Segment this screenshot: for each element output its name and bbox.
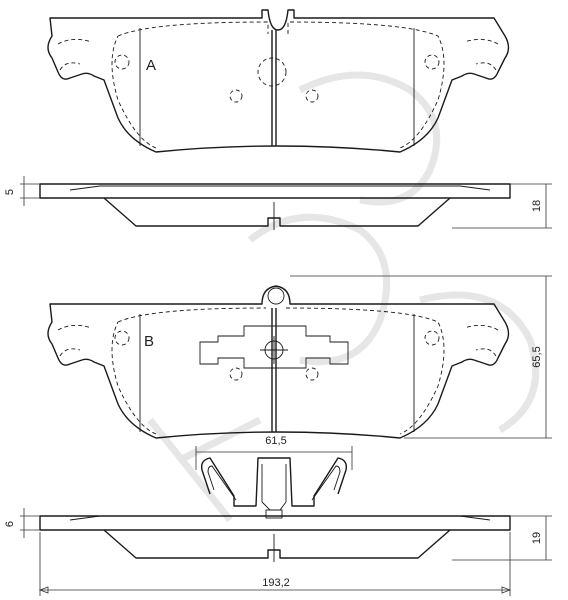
svg-text:6: 6 [4, 521, 16, 527]
svg-text:5: 5 [4, 189, 16, 195]
spring-clip [200, 457, 348, 511]
pad-b-left-ear [57, 325, 93, 357]
pad-b-backplate [47, 285, 510, 439]
pad-a-pin-left [229, 89, 243, 103]
pad-a-right-hole [424, 54, 440, 70]
pad-a-left-ear [57, 39, 93, 71]
pad-a-friction-outline [111, 21, 445, 149]
svg-text:19: 19 [531, 532, 543, 544]
dim-top-thickness-left: 5 [4, 176, 40, 206]
pad-a-right-ear [463, 39, 499, 71]
pad-a-front-view: A [47, 9, 510, 153]
pad-a-side-backplate [39, 183, 511, 199]
pad-b-side-shim [69, 515, 491, 521]
pad-b-right-hole [424, 330, 440, 346]
pad-a-backplate [47, 9, 510, 153]
pad-b-side-friction [103, 529, 451, 559]
pad-b-side-view [39, 509, 511, 562]
pad-b-label: B [144, 333, 154, 350]
svg-text:61,5: 61,5 [265, 435, 286, 447]
pad-b-spring-bracket [199, 325, 349, 369]
pad-a-side-view [39, 183, 511, 230]
pad-a-pin-right [305, 89, 319, 103]
pad-b-pin-left [229, 367, 243, 381]
pad-a-side-shim [69, 185, 491, 191]
pad-b-front-view: B [47, 285, 510, 439]
dim-bottom-thickness-left: 6 [4, 508, 40, 538]
dim-total-width: 193,2 [38, 532, 512, 596]
dim-spring-width: 61,5 [195, 435, 353, 470]
dim-bottom-thickness-right: 19 [452, 515, 552, 561]
pad-b-left-hole [114, 330, 130, 346]
pad-b-right-ear [463, 325, 499, 357]
pad-a-center-boss [257, 57, 287, 87]
pad-b-friction-outline [111, 307, 445, 435]
svg-text:65,5: 65,5 [531, 346, 543, 367]
pad-b-top-clip [267, 287, 285, 305]
pad-a-left-hole [114, 54, 130, 70]
svg-text:193,2: 193,2 [262, 577, 290, 589]
svg-text:18: 18 [531, 200, 543, 212]
pad-a-label: A [146, 57, 156, 74]
pad-b-pin-right [305, 367, 319, 381]
watermark-logo [147, 71, 540, 523]
dim-top-thickness-right: 18 [452, 183, 552, 229]
dim-height: 65,5 [290, 275, 552, 439]
